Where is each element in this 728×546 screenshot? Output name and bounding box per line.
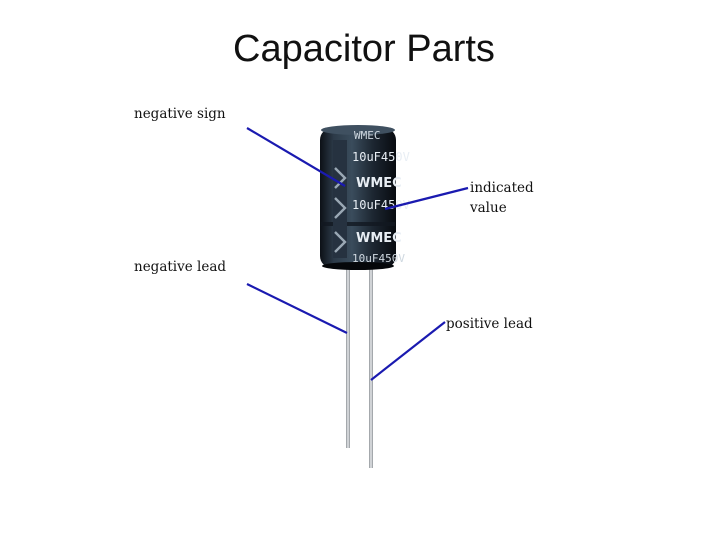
indicated-value-line2: value xyxy=(470,200,507,216)
negative-sign-label: negative sign xyxy=(134,106,226,122)
negative-stripe xyxy=(333,140,347,258)
print-brand-bottom: WMEC xyxy=(356,231,402,246)
print-brand-middle: WMEC xyxy=(356,176,402,191)
negative-sign-pointer xyxy=(246,127,346,187)
slide-title: Capacitor Parts xyxy=(233,28,495,70)
indicated-value-label: indicated value xyxy=(470,178,534,218)
print-rating-bottom: 10uF450V xyxy=(352,252,405,265)
positive-lead-wire xyxy=(369,266,373,468)
negative-lead-wire xyxy=(346,266,350,448)
indicated-value-pointer xyxy=(384,186,469,211)
negative-lead-label: negative lead xyxy=(134,259,227,275)
pointer-lines xyxy=(246,127,469,381)
capacitor-body: WMEC 10uF450V WMEC 10uF450V WMEC 10uF450… xyxy=(320,125,410,270)
print-brand-top: WMEC xyxy=(354,129,381,142)
positive-lead-label: positive lead xyxy=(446,316,533,332)
print-rating-middle: 10uF450V xyxy=(352,198,410,212)
positive-lead-pointer xyxy=(370,321,446,381)
negative-lead-pointer xyxy=(246,283,348,334)
indicated-value-line1: indicated xyxy=(470,180,534,196)
print-rating-top: 10uF450V xyxy=(352,150,410,164)
